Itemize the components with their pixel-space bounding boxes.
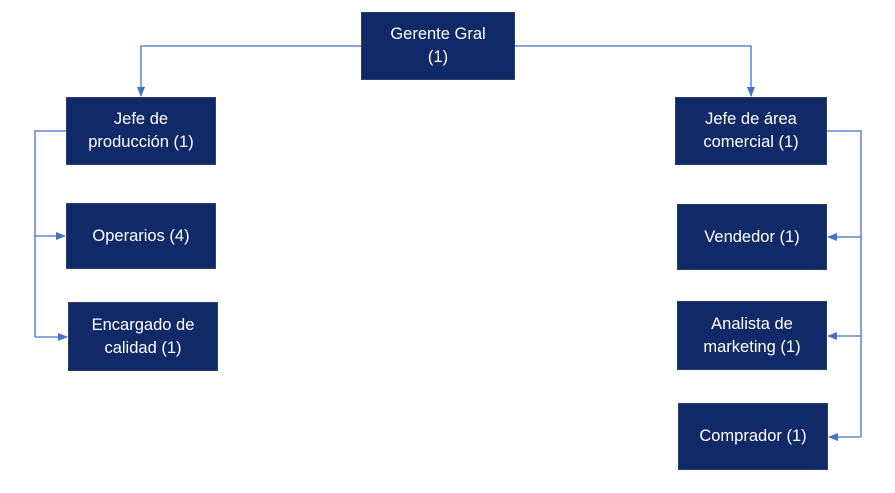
node-gerente-gral: Gerente Gral (1) [361, 12, 515, 80]
node-analista-de-marketing: Analista de marketing (1) [677, 301, 827, 370]
connector-right-rail [827, 130, 862, 437]
connector-left-rail [34, 130, 66, 337]
node-operarios: Operarios (4) [66, 203, 216, 269]
connector-gerente-to-jefe-comercial [515, 45, 755, 97]
node-comprador: Comprador (1) [678, 403, 828, 470]
node-vendedor: Vendedor (1) [677, 204, 827, 270]
node-encargado-de-calidad: Encargado de calidad (1) [68, 302, 218, 371]
node-jefe-de-area-comercial: Jefe de área comercial (1) [675, 97, 827, 165]
node-jefe-de-produccion: Jefe de producción (1) [66, 97, 216, 165]
connector-gerente-to-jefe-produccion [137, 45, 361, 97]
